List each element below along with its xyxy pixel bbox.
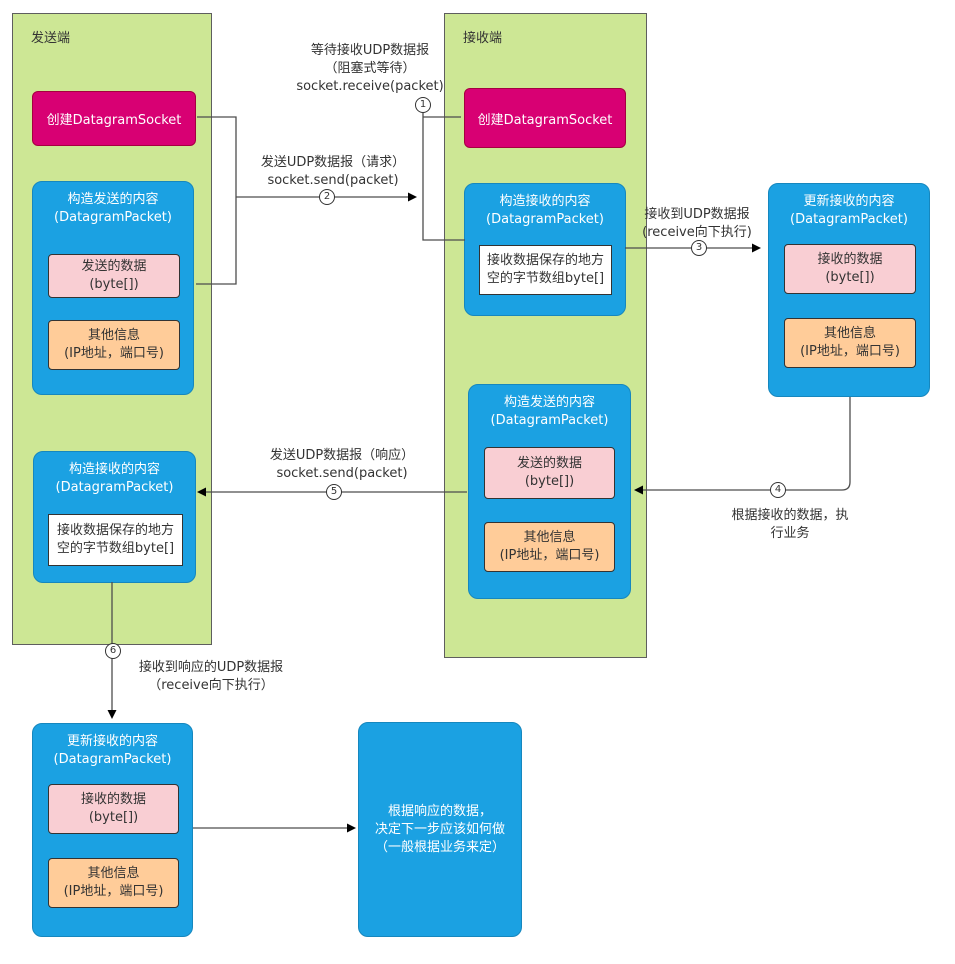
receiver-create-socket-node: 创建DatagramSocket: [464, 88, 626, 148]
arrowhead-step7: [347, 823, 356, 833]
receiver-updated-content-node: 更新接收的内容 (DatagramPacket) 接收的数据 (byte[]) …: [768, 183, 930, 397]
step6-label-line1: 接收到响应的UDP数据报: [138, 660, 284, 675]
arrowhead-step5: [197, 487, 206, 497]
receiver-create-socket-label: 创建DatagramSocket: [477, 112, 613, 128]
receiver-send-data-line1: 发送的数据: [516, 456, 582, 471]
decision-node: 根据响应的数据， 决定下一步应该如何做 （一般根据业务来定）: [358, 722, 522, 937]
sender-recv-buffer-line2: 空的字节数组byte[]: [56, 541, 175, 556]
sender-updated-info-box: 其他信息 (IP地址，端口号): [48, 858, 179, 908]
receiver-updated-data-line1: 接收的数据: [817, 252, 883, 267]
sender-recv-content-subtitle: (DatagramPacket): [55, 480, 174, 495]
receiver-updated-data-line2: (byte[]): [825, 270, 875, 285]
step4-label-line2: 行业务: [770, 526, 810, 541]
sender-updated-data-box: 接收的数据 (byte[]): [48, 784, 179, 834]
sender-send-content-node: 构造发送的内容 (DatagramPacket) 发送的数据 (byte[]) …: [32, 181, 194, 395]
receiver-recv-buffer-box: 接收数据保存的地方 空的字节数组byte[]: [479, 245, 612, 295]
step-5-badge: 5: [326, 484, 342, 500]
step3-label-line1: 接收到UDP数据报: [644, 207, 750, 222]
step6-label-line2: （receive向下执行）: [148, 678, 274, 693]
receiver-updated-info-line2: (IP地址，端口号): [800, 344, 900, 359]
sender-updated-data-line1: 接收的数据: [80, 792, 146, 807]
arrowhead-step2: [408, 192, 417, 202]
receiver-send-data-line2: (byte[]): [524, 474, 575, 489]
sender-send-data-box: 发送的数据 (byte[]): [48, 254, 180, 298]
step5-label: 发送UDP数据报（响应） socket.send(packet): [252, 447, 432, 483]
decision-line2: 决定下一步应该如何做: [374, 821, 505, 837]
step-2-badge: 2: [319, 189, 335, 205]
arrowhead-step4: [634, 485, 643, 495]
arrowhead-step6: [107, 710, 117, 719]
step4-label: 根据接收的数据，执 行业务: [715, 507, 865, 543]
step-1-badge: 1: [415, 97, 431, 113]
receiver-updated-subtitle: (DatagramPacket): [790, 212, 908, 227]
sender-send-info-line2: (IP地址，端口号): [64, 346, 164, 361]
receiver-updated-info-line1: 其他信息: [823, 326, 876, 341]
sender-recv-content-node: 构造接收的内容 (DatagramPacket) 接收数据保存的地方 空的字节数…: [33, 451, 196, 583]
sender-updated-title: 更新接收的内容: [66, 734, 158, 749]
receiver-lane-title: 接收端: [463, 31, 503, 46]
receiver-lane: 接收端 创建DatagramSocket 构造接收的内容 (DatagramPa…: [444, 13, 647, 658]
receiver-recv-content-title: 构造接收的内容: [499, 194, 591, 209]
sender-updated-data-line2: (byte[]): [88, 810, 139, 825]
receiver-updated-data-box: 接收的数据 (byte[]): [784, 244, 916, 294]
sender-create-socket-label: 创建DatagramSocket: [46, 113, 182, 128]
step-6-badge: 6: [105, 643, 121, 659]
sender-send-info-box: 其他信息 (IP地址，端口号): [48, 320, 180, 370]
receiver-send-content-node: 构造发送的内容 (DatagramPacket) 发送的数据 (byte[]) …: [468, 384, 631, 599]
step2-label: 发送UDP数据报（请求） socket.send(packet): [243, 154, 423, 190]
sender-recv-content-title: 构造接收的内容: [68, 462, 160, 477]
step-4-badge: 4: [770, 482, 786, 498]
step1-label: 等待接收UDP数据报 （阻塞式等待） socket.receive(packet…: [285, 42, 455, 96]
receiver-recv-buffer-line2: 空的字节数组byte[]: [486, 271, 605, 286]
receiver-send-data-box: 发送的数据 (byte[]): [484, 447, 615, 499]
receiver-send-info-line2: (IP地址，端口号): [499, 548, 600, 563]
receiver-send-content-subtitle: (DatagramPacket): [490, 413, 609, 428]
connector-step4: [643, 397, 851, 491]
sender-updated-content-node: 更新接收的内容 (DatagramPacket) 接收的数据 (byte[]) …: [32, 723, 193, 937]
step5-label-line2: socket.send(packet): [276, 466, 408, 481]
sender-recv-buffer-box: 接收数据保存的地方 空的字节数组byte[]: [48, 514, 183, 566]
receiver-recv-content-subtitle: (DatagramPacket): [486, 212, 604, 227]
step3-label: 接收到UDP数据报 (receive向下执行): [626, 206, 768, 242]
receiver-recv-content-node: 构造接收的内容 (DatagramPacket) 接收数据保存的地方 空的字节数…: [464, 183, 626, 316]
arrowhead-step3: [752, 243, 761, 253]
sender-lane: 发送端 创建DatagramSocket 构造发送的内容 (DatagramPa…: [12, 13, 212, 645]
step-3-badge: 3: [691, 240, 707, 256]
sender-send-data-line2: (byte[]): [89, 277, 139, 292]
sender-send-data-line1: 发送的数据: [81, 259, 147, 274]
step1-label-line2: （阻塞式等待）: [324, 61, 416, 76]
sender-send-info-line1: 其他信息: [87, 328, 140, 343]
sender-create-socket-node: 创建DatagramSocket: [32, 91, 196, 146]
step2-label-line2: socket.send(packet): [267, 173, 399, 188]
receiver-updated-title: 更新接收的内容: [803, 194, 895, 209]
sender-lane-title: 发送端: [31, 31, 71, 46]
receiver-updated-info-box: 其他信息 (IP地址，端口号): [784, 318, 916, 368]
receiver-send-info-box: 其他信息 (IP地址，端口号): [484, 522, 615, 572]
sender-send-content-title: 构造发送的内容: [67, 192, 159, 207]
step5-label-line1: 发送UDP数据报（响应）: [269, 448, 415, 463]
connector-sender-bracket: [196, 116, 237, 285]
sender-recv-buffer-line1: 接收数据保存的地方: [56, 523, 174, 538]
receiver-send-content-title: 构造发送的内容: [503, 395, 595, 410]
sender-updated-info-line2: (IP地址，端口号): [63, 884, 164, 899]
decision-line1: 根据响应的数据，: [387, 803, 492, 819]
step4-label-line1: 根据接收的数据，执: [731, 508, 849, 523]
step1-label-line1: 等待接收UDP数据报: [310, 43, 430, 58]
receiver-recv-buffer-line1: 接收数据保存的地方: [486, 253, 604, 268]
sender-updated-info-line1: 其他信息: [87, 866, 140, 881]
step3-label-line2: (receive向下执行): [642, 225, 752, 240]
step6-label: 接收到响应的UDP数据报 （receive向下执行）: [122, 659, 300, 695]
receiver-send-info-line1: 其他信息: [523, 530, 576, 545]
step1-label-line3: socket.receive(packet): [296, 79, 444, 94]
connector-receiver-bracket: [422, 113, 465, 241]
step2-label-line1: 发送UDP数据报（请求）: [260, 155, 406, 170]
sender-send-content-subtitle: (DatagramPacket): [54, 210, 172, 225]
sender-updated-subtitle: (DatagramPacket): [53, 752, 172, 767]
decision-line3: （一般根据业务来定）: [374, 839, 505, 855]
